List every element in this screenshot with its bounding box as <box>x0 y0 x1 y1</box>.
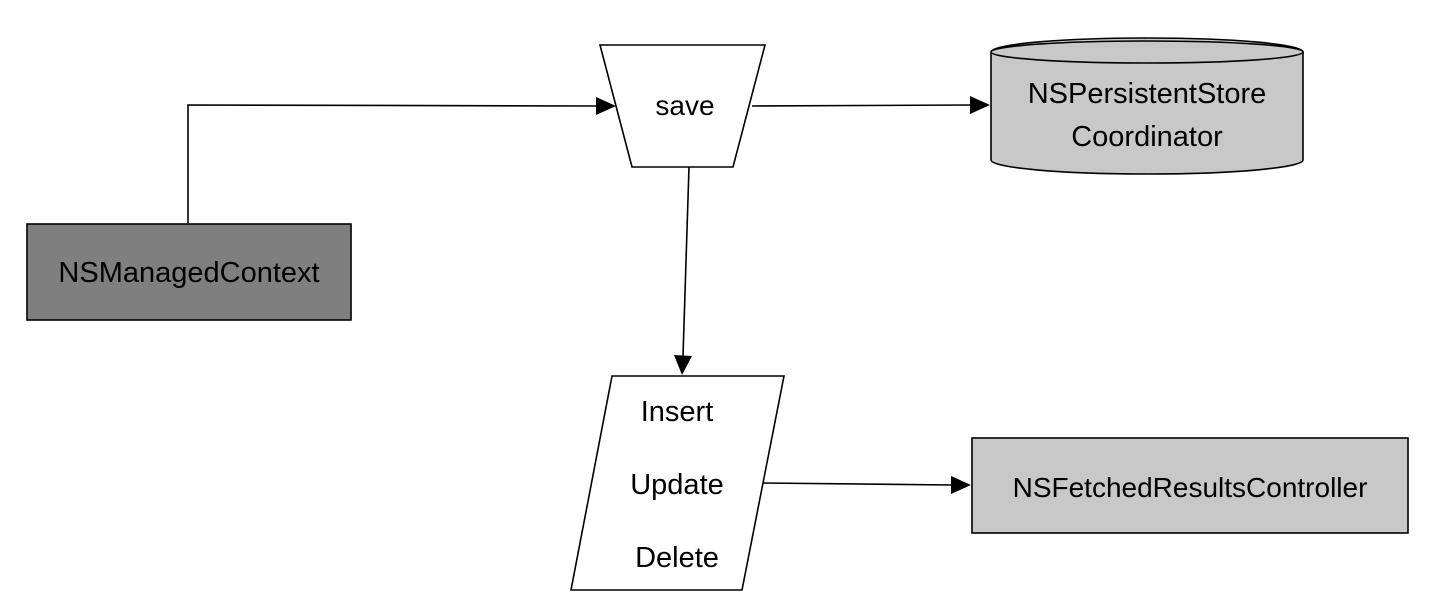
fetched-controller-label: NSFetchedResultsController <box>1013 472 1368 503</box>
node-persistent-store-coordinator: NSPersistentStore Coordinator <box>990 37 1304 175</box>
node-changes: Insert Update Delete <box>570 375 785 591</box>
changes-insert-label: Insert <box>641 396 714 428</box>
node-fetched-results-controller: NSFetchedResultsController <box>971 437 1409 534</box>
coordinator-cylinder-top <box>990 40 1304 64</box>
edge-save-to-changes <box>674 166 692 375</box>
managed-context-label: NSManagedContext <box>58 257 319 289</box>
node-managed-context: NSManagedContext <box>26 223 352 321</box>
fetched-controller-box <box>971 437 1409 534</box>
save-trapezoid <box>598 44 767 168</box>
coordinator-label-line2: Coordinator <box>1071 121 1223 153</box>
edge-context-to-save <box>187 97 616 223</box>
coordinator-label-line1: NSPersistentStore <box>1028 78 1267 110</box>
save-label: save <box>655 90 714 121</box>
changes-delete-label: Delete <box>635 542 719 574</box>
coordinator-cylinder-body <box>990 37 1304 175</box>
node-save: save <box>598 44 767 168</box>
changes-parallelogram <box>570 375 785 591</box>
edge-save-to-coordinator <box>751 96 990 114</box>
changes-update-label: Update <box>630 469 724 501</box>
edge-changes-to-fetched-controller <box>761 476 971 494</box>
managed-context-box <box>26 223 352 321</box>
